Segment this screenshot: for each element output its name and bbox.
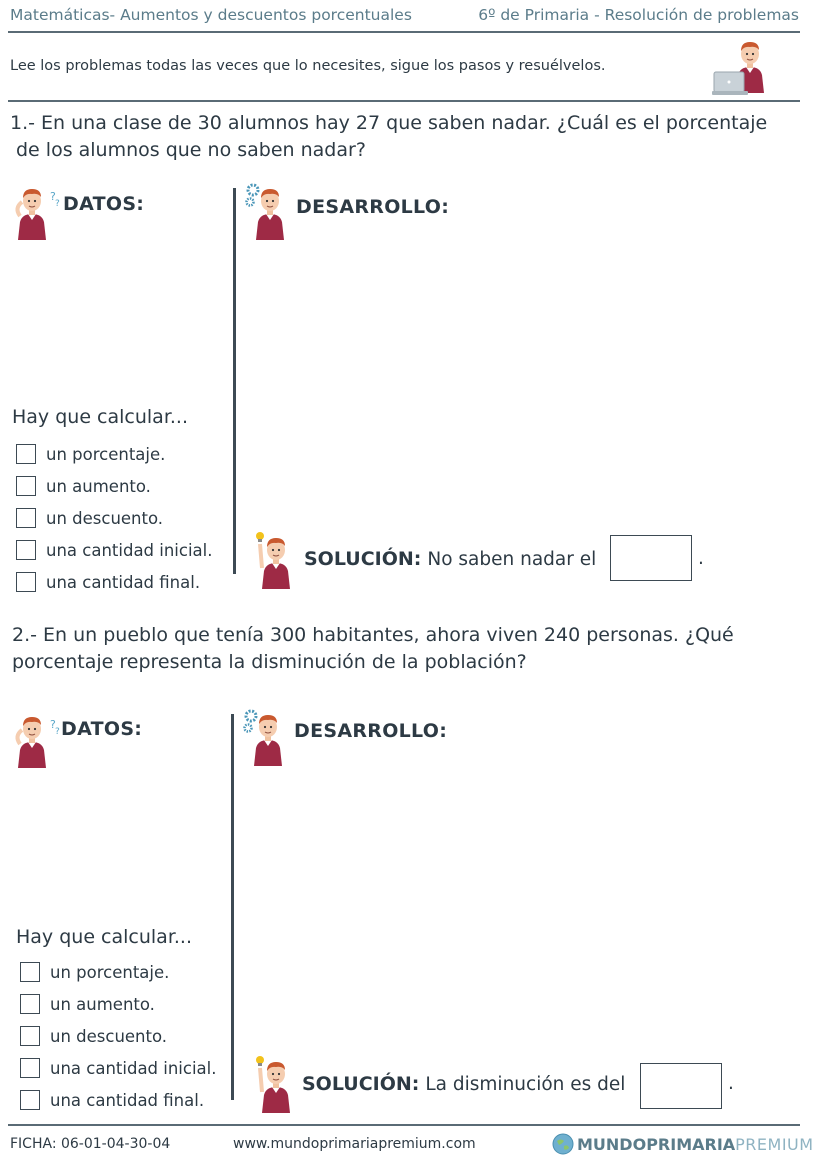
option-cantidad-inicial[interactable]: una cantidad inicial. (16, 534, 213, 566)
intro-text: Lee los problemas todas las veces que lo… (10, 58, 606, 74)
footer-divider (8, 1124, 800, 1126)
checkbox[interactable] (16, 444, 36, 464)
problem-2-question: 2.- En un pueblo que tenía 300 habitante… (12, 624, 734, 673)
checkbox[interactable] (16, 540, 36, 560)
answer-box-2[interactable] (640, 1063, 722, 1109)
hay-que-calcular: Hay que calcular... (16, 926, 193, 948)
globe-icon (552, 1133, 574, 1155)
gears-kid-icon (245, 183, 285, 240)
option-porcentaje[interactable]: un porcentaje. (20, 956, 217, 988)
checkbox[interactable] (16, 508, 36, 528)
option-cantidad-final[interactable]: una cantidad final. (20, 1084, 217, 1116)
checkbox[interactable] (20, 994, 40, 1014)
problem-1-options: un porcentaje. un aumento. un descuento.… (16, 438, 213, 598)
brand-logo: MUNDOPRIMARIAPREMIUM (552, 1133, 814, 1155)
problem-1-question: 1.- En una clase de 30 alumnos hay 27 qu… (10, 112, 768, 161)
answer-period: . (698, 548, 704, 569)
ficha-code: FICHA: 06-01-04-30-04 (10, 1136, 171, 1152)
svg-text:?: ? (50, 190, 56, 203)
checkbox[interactable] (20, 1058, 40, 1078)
gears-kid-icon (243, 709, 283, 766)
website-link[interactable]: www.mundoprimariapremium.com (233, 1136, 476, 1152)
datos-label: DATOS: (63, 193, 145, 215)
problem-2-options: un porcentaje. un aumento. un descuento.… (20, 956, 217, 1116)
option-aumento[interactable]: un aumento. (16, 470, 213, 502)
laptop-kid-illustration (712, 41, 765, 95)
option-porcentaje[interactable]: un porcentaje. (16, 438, 213, 470)
intro-divider (8, 100, 800, 102)
section-divider (233, 188, 236, 574)
checkbox[interactable] (16, 572, 36, 592)
option-aumento[interactable]: un aumento. (20, 988, 217, 1020)
section-divider (231, 714, 234, 1100)
solution-1: SOLUCIÓN: No saben nadar el (304, 548, 597, 570)
checkbox[interactable] (16, 476, 36, 496)
option-descuento[interactable]: un descuento. (20, 1020, 217, 1052)
svg-text:?: ? (55, 727, 60, 737)
thinking-kid-icon: ? ? (15, 716, 60, 768)
checkbox[interactable] (20, 1090, 40, 1110)
desarrollo-label: DESARROLLO: (296, 196, 450, 218)
option-cantidad-final[interactable]: una cantidad final. (16, 566, 213, 598)
thinking-kid-icon: ? ? (15, 188, 60, 240)
checkbox[interactable] (20, 962, 40, 982)
header-divider (8, 31, 800, 33)
hay-que-calcular: Hay que calcular... (12, 406, 189, 428)
option-cantidad-inicial[interactable]: una cantidad inicial. (20, 1052, 217, 1084)
svg-text:?: ? (55, 199, 60, 209)
answer-box-1[interactable] (610, 535, 692, 581)
checkbox[interactable] (20, 1026, 40, 1046)
datos-label: DATOS: (61, 718, 143, 740)
desarrollo-label: DESARROLLO: (294, 720, 448, 742)
solution-2: SOLUCIÓN: La disminución es del (302, 1073, 626, 1095)
header-subject: Matemáticas- Aumentos y descuentos porce… (10, 6, 412, 24)
idea-kid-icon (256, 1056, 291, 1114)
answer-period: . (728, 1073, 734, 1094)
option-descuento[interactable]: un descuento. (16, 502, 213, 534)
svg-text:?: ? (50, 718, 56, 731)
header-grade: 6º de Primaria - Resolución de problemas (478, 6, 799, 24)
idea-kid-icon (256, 532, 291, 590)
